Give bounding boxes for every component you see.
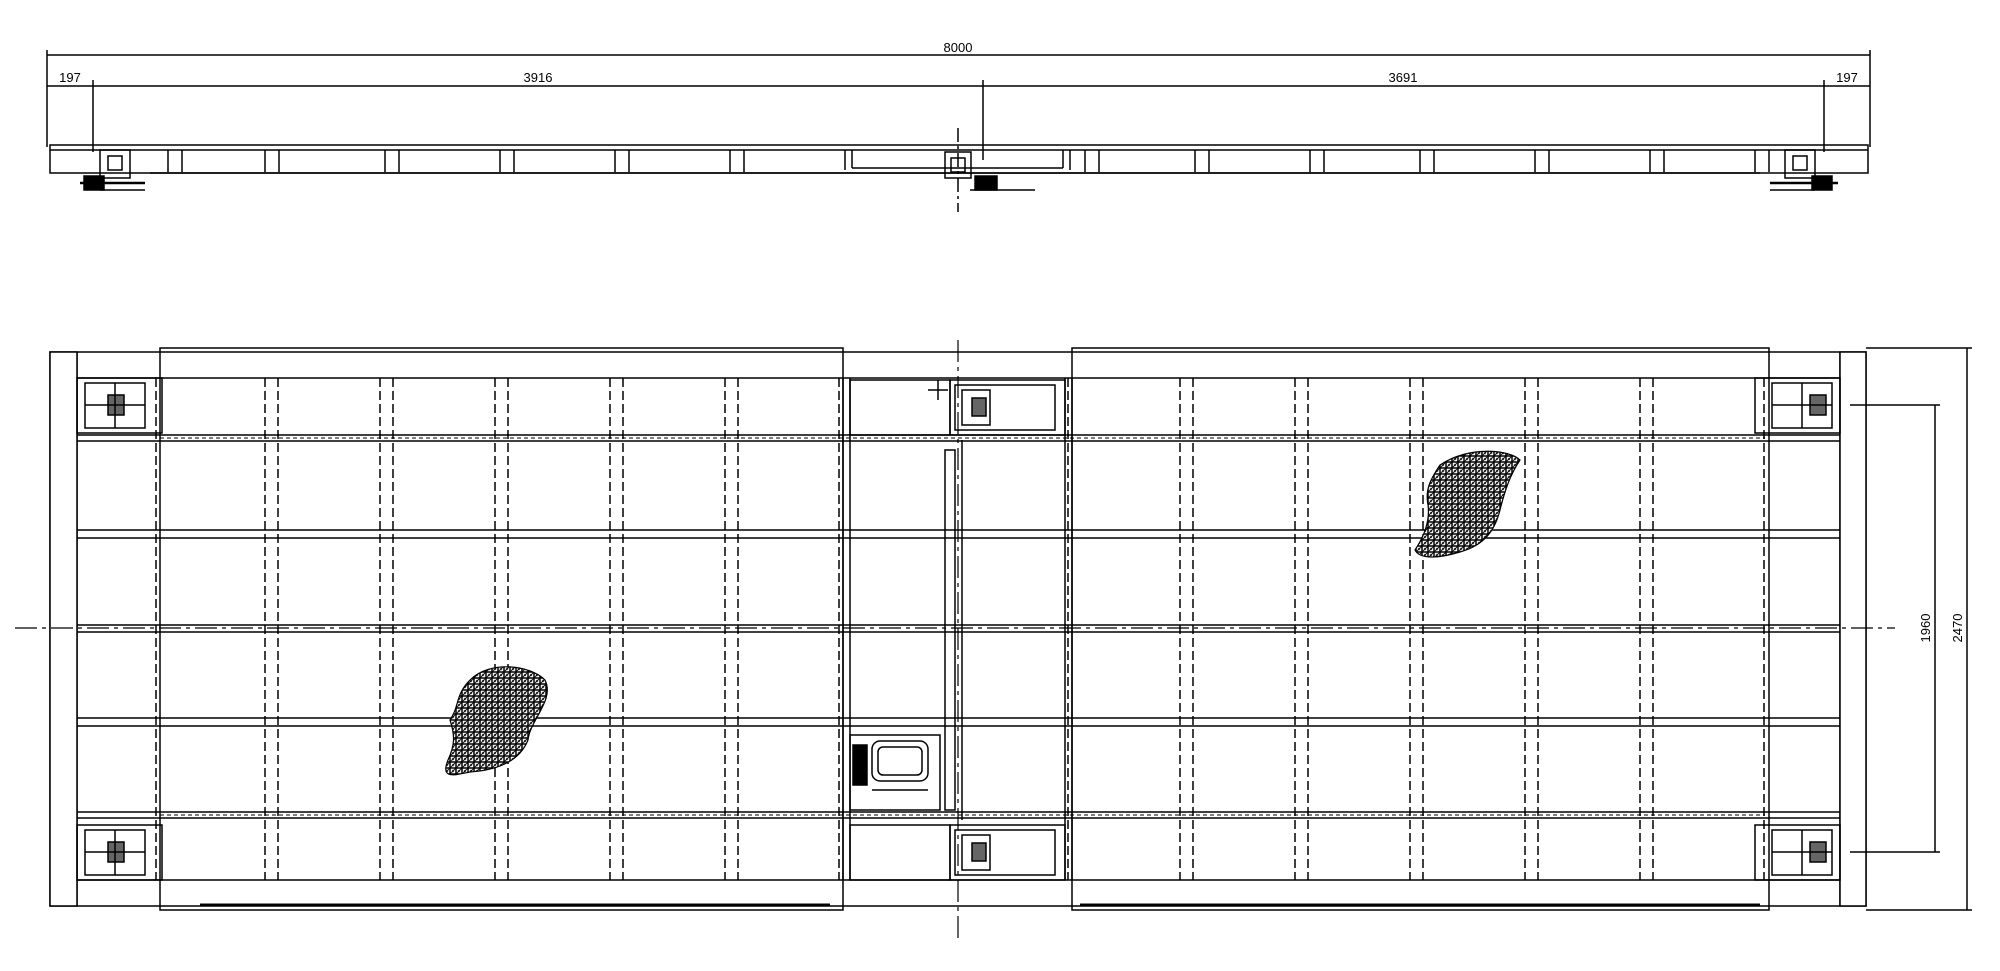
dimension-3916-label: 3916 — [524, 70, 553, 85]
load-cell-plan-bottom-right — [1754, 824, 1841, 881]
junction-box — [849, 734, 941, 811]
dimension-overall-width: 2470 — [1866, 347, 1972, 911]
section-break-hatch-right — [1414, 450, 1521, 558]
center-module — [842, 378, 1073, 881]
load-cell-plan-top-left — [76, 377, 163, 434]
plan-view: 1960 2470 — [15, 340, 1972, 940]
load-cell-center — [944, 128, 1035, 212]
cross-stiffeners — [155, 378, 1765, 880]
deck-side-profile — [49, 144, 1869, 174]
load-cell-plan-bottom-center — [954, 829, 1056, 876]
end-plate-left — [49, 351, 78, 907]
dimension-197-left-label: 197 — [59, 70, 81, 85]
dimension-197-right-label: 197 — [1836, 70, 1858, 85]
dimension-segments: 197 3916 3691 197 — [47, 70, 1870, 160]
load-cell-right — [1770, 149, 1838, 191]
deck-module-right — [1071, 347, 1770, 911]
load-cell-plan-top-center — [928, 380, 1056, 431]
dimension-8000-label: 8000 — [944, 40, 973, 55]
dimension-2470-label: 2470 — [1950, 614, 1965, 643]
load-cell-plan-top-right — [1754, 377, 1841, 434]
load-cell-plan-bottom-left — [76, 824, 163, 881]
dimension-3691-label: 3691 — [1389, 70, 1418, 85]
load-cell-left — [80, 149, 145, 191]
deck-module-left — [159, 347, 844, 911]
side-stiffeners — [167, 150, 1770, 172]
side-elevation-view: 8000 197 3916 3691 197 — [46, 40, 1871, 212]
dimension-inner-width: 1960 — [1850, 404, 1940, 853]
end-plate-right — [1839, 351, 1867, 907]
section-break-hatch-left — [445, 666, 548, 776]
dimension-overall-length: 8000 — [46, 40, 1871, 147]
dimension-1960-label: 1960 — [1918, 614, 1933, 643]
